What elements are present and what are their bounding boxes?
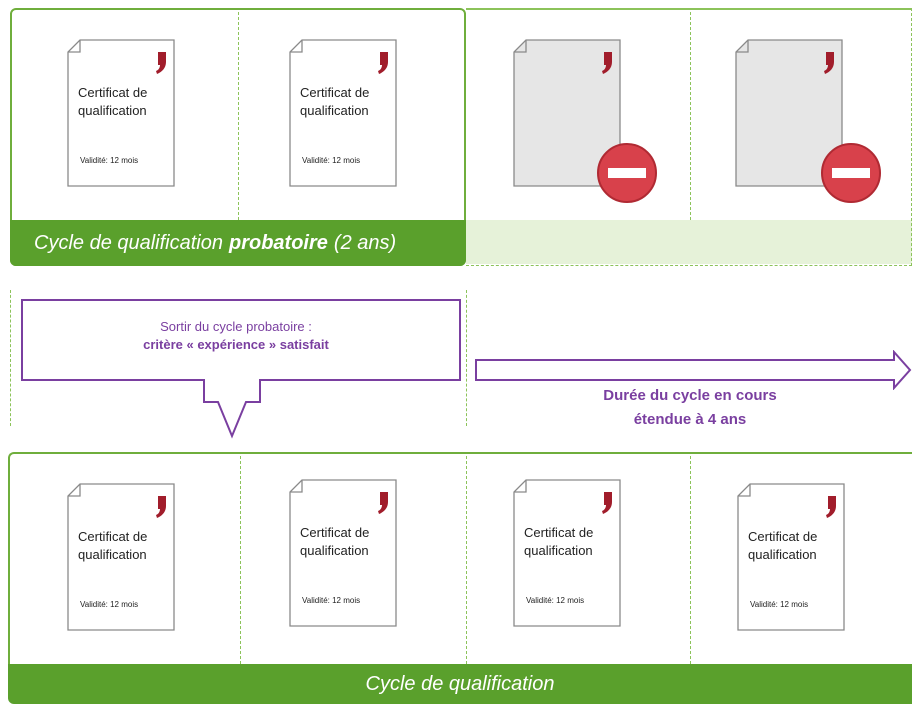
quote-mark-icon <box>156 496 166 518</box>
document-icon <box>67 483 175 631</box>
divider <box>10 290 11 426</box>
certificate-validity: Validité: 12 mois <box>80 156 139 165</box>
certificate-validity: Validité: 12 mois <box>302 596 361 605</box>
quote-mark-icon <box>378 492 388 514</box>
divider <box>690 456 691 664</box>
no-entry-icon <box>596 142 658 204</box>
duration-line-2: étendue à 4 ans <box>633 411 747 428</box>
quote-mark-icon <box>826 496 836 518</box>
document-icon <box>289 39 397 187</box>
blank-document <box>734 38 844 187</box>
certificate-document: Certificat de qualification Validité: 12… <box>66 482 176 631</box>
quote-mark-icon <box>824 52 834 74</box>
document-icon <box>737 483 845 631</box>
callout-line-1: Sortir du cycle probatoire : <box>160 319 312 334</box>
no-entry-icon <box>820 142 882 204</box>
certificate-validity: Validité: 12 mois <box>750 600 809 609</box>
certificate-document: Certificat de qualification Validité: 12… <box>288 38 398 187</box>
duration-note: Durée du cycle en cours étendue à 4 ans <box>560 384 820 432</box>
certificate-validity: Validité: 12 mois <box>302 156 361 165</box>
document-icon <box>735 39 843 187</box>
extension-bar <box>466 220 912 264</box>
certificate-title: Certificat de qualification <box>300 85 370 118</box>
document-icon <box>289 479 397 627</box>
cycle-label-emphasis: probatoire <box>229 231 328 254</box>
blank-document <box>512 38 622 187</box>
certificate-document: Certificat de qualification Validité: 12… <box>288 478 398 627</box>
quote-mark-icon <box>602 52 612 74</box>
certificate-validity: Validité: 12 mois <box>526 596 585 605</box>
certificate-document: Certificat de qualification Validité: 12… <box>736 482 846 631</box>
divider <box>238 12 239 220</box>
certificate-title: Certificat de qualification <box>524 525 594 558</box>
cycle-label: Cycle de qualification <box>365 672 555 695</box>
duration-line-1: Durée du cycle en cours <box>603 387 777 404</box>
quote-mark-icon <box>378 52 388 74</box>
quote-mark-icon <box>602 492 612 514</box>
exit-probation-callout: Sortir du cycle probatoire : critère « e… <box>56 318 416 354</box>
cycle-label-suffix: (2 ans) <box>333 231 397 254</box>
divider <box>690 12 691 220</box>
certificate-document: Certificat de qualification Validité: 12… <box>66 38 176 187</box>
certificate-validity: Validité: 12 mois <box>80 600 139 609</box>
divider <box>240 456 241 664</box>
quote-mark-icon <box>156 52 166 74</box>
certificate-document: Certificat de qualification Validité: 12… <box>512 478 622 627</box>
probation-cycle-label: Cycle de qualification probatoire (2 ans… <box>10 220 466 266</box>
document-icon <box>67 39 175 187</box>
certificate-title: Certificat de qualification <box>78 529 148 562</box>
certificate-title: Certificat de qualification <box>300 525 370 558</box>
callout-line-2: critère « expérience » satisfait <box>143 337 329 352</box>
divider <box>466 456 467 664</box>
document-icon <box>513 39 621 187</box>
cycle-label-prefix: Cycle de qualification <box>34 231 223 254</box>
right-arrow-icon <box>475 350 912 390</box>
certificate-title: Certificat de qualification <box>78 85 148 118</box>
document-icon <box>513 479 621 627</box>
divider <box>466 290 467 426</box>
down-arrow-icon <box>21 299 461 439</box>
qualification-cycle-label: Cycle de qualification <box>8 664 912 704</box>
certificate-title: Certificat de qualification <box>748 529 818 562</box>
